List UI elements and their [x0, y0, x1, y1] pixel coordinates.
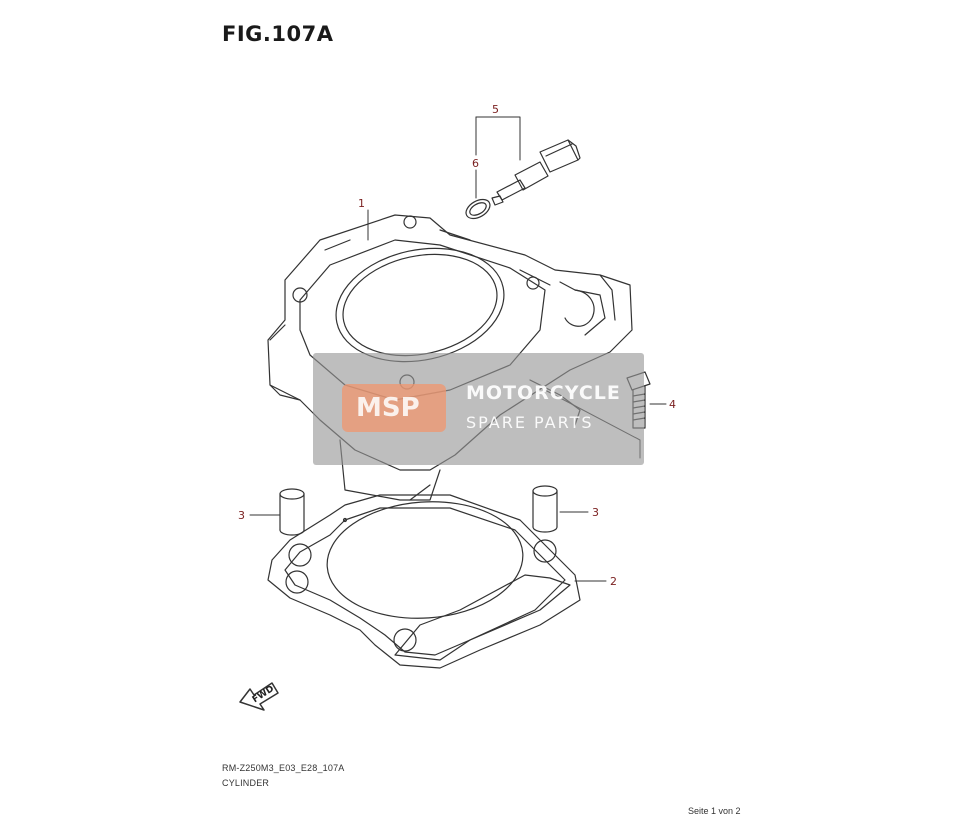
sensor-gasket-ring-part: [465, 198, 491, 220]
watermark-line-1: MOTORCYCLE: [466, 382, 621, 404]
page-number: Seite 1 von 2: [688, 806, 741, 816]
callout-4-label: 4: [669, 398, 676, 411]
dowel-pin-left-part: [279, 488, 305, 536]
model-code: RM-Z250M3_E03_E28_107A: [222, 763, 345, 773]
watermark-line-2: SPARE PARTS: [466, 413, 594, 432]
callout-2-label: 2: [610, 575, 617, 588]
callout-6-label: 6: [472, 157, 479, 170]
dowel-pin-right-part: [532, 485, 558, 533]
callout-3-right-label: 3: [592, 506, 599, 519]
leader-lines: [249, 116, 667, 582]
callout-3-left-label: 3: [238, 509, 245, 522]
callout-1-label: 1: [358, 197, 365, 210]
fwd-arrow-icon: [239, 682, 279, 711]
section-name: CYLINDER: [222, 778, 270, 788]
watermark-logo: MSP: [342, 384, 446, 432]
figure-title: FIG.107A: [222, 22, 334, 46]
cylinder-base-gasket-part: [267, 494, 581, 669]
temperature-sensor-part: [491, 139, 581, 206]
callout-5-label: 5: [492, 103, 499, 116]
